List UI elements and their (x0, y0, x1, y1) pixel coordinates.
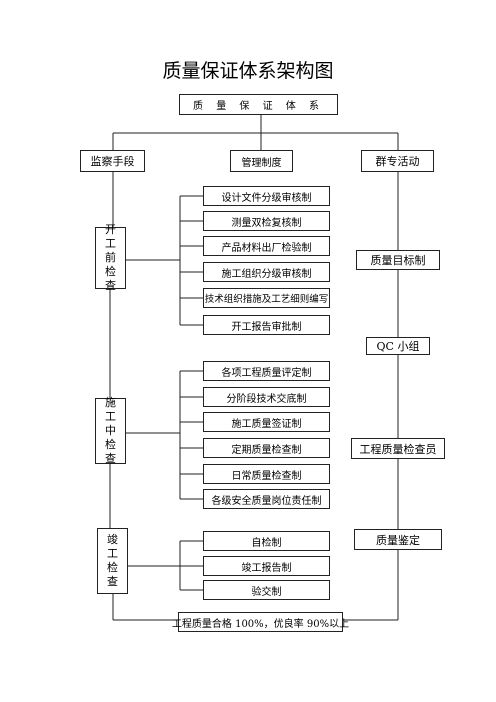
stage-char: 开 (105, 223, 116, 236)
system-item: 技术组织措施及工艺细则编写 (203, 288, 330, 308)
system-item: 开工报告审批制 (203, 315, 330, 335)
header-management: 管理制度 (230, 150, 293, 172)
system-item: 设计文件分级审核制 (203, 186, 330, 206)
stage-char: 查 (105, 452, 116, 465)
stage-char: 竣 (107, 533, 118, 546)
stage-char: 工 (107, 547, 118, 560)
system-item: 分阶段技术交底制 (203, 387, 330, 407)
header-mass: 群专活动 (361, 150, 434, 172)
quality-goal-box: 工程质量合格 100%，优良率 90%以上 (172, 612, 349, 632)
stage-char: 检 (105, 265, 116, 278)
stage-char: 施 (105, 396, 116, 409)
system-item: 各级安全质量岗位责任制 (203, 489, 330, 509)
stage-char: 前 (105, 251, 116, 264)
stage-char: 工 (105, 237, 116, 250)
system-item: 竣工报告制 (203, 556, 330, 576)
diagram-title: 质量保证体系架构图 (162, 60, 334, 82)
system-item: 各项工程质量评定制 (203, 361, 330, 381)
mass-item-qc: QC 小组 (366, 337, 430, 355)
system-item: 验交制 (203, 580, 330, 600)
system-item: 日常质量检查制 (203, 464, 330, 484)
stage-char: 检 (105, 438, 116, 451)
header-monitor: 监察手段 (80, 150, 145, 172)
stage-char: 查 (107, 575, 118, 588)
stage-char: 查 (105, 279, 116, 292)
system-item: 测量双检复核制 (203, 211, 330, 231)
stage-char: 中 (105, 424, 116, 437)
root-box: 质 量 保 证 体 系 (179, 94, 338, 115)
mass-item-target: 质量目标制 (356, 250, 440, 270)
system-item: 定期质量检查制 (203, 438, 330, 458)
stage-before: 开 工 前 检 查 (95, 223, 126, 292)
stage-during: 施 工 中 检 查 (95, 396, 126, 465)
stage-completion: 竣 工 检 查 (97, 528, 128, 594)
mass-item-inspector: 工程质量检查员 (351, 438, 445, 459)
stage-char: 检 (107, 561, 118, 574)
system-item: 施工质量签证制 (203, 412, 330, 432)
stage-char: 工 (105, 410, 116, 423)
system-item: 产品材料出厂检验制 (203, 236, 330, 256)
mass-item-appraisal: 质量鉴定 (354, 529, 442, 550)
system-item: 施工组织分级审核制 (203, 262, 330, 282)
system-item: 自检制 (203, 531, 330, 551)
